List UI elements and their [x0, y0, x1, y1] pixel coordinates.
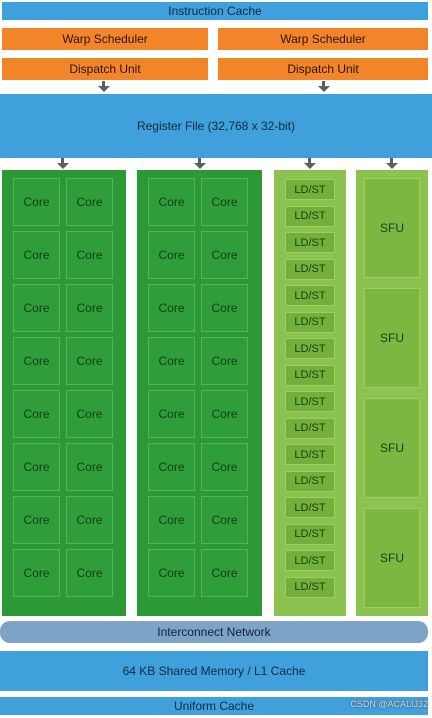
core-unit: Core: [201, 178, 248, 226]
interconnect-label: Interconnect Network: [157, 625, 271, 639]
warp-scheduler-label: Warp Scheduler: [62, 32, 148, 46]
core-unit: Core: [148, 337, 195, 385]
dispatch-unit-label: Dispatch Unit: [69, 62, 141, 76]
ldst-unit: LD/ST: [285, 364, 335, 386]
ldst-unit: LD/ST: [285, 232, 335, 253]
core-unit: Core: [148, 549, 195, 597]
core-unit: Core: [148, 390, 195, 438]
core-unit: Core: [13, 337, 60, 385]
ldst-unit: LD/ST: [285, 391, 335, 412]
arrow-down-icon: [198, 158, 201, 164]
core-unit: Core: [201, 284, 248, 332]
shared-memory-label: 64 KB Shared Memory / L1 Cache: [122, 664, 306, 678]
watermark: CSDN @ACALIJ32: [350, 699, 428, 709]
core-unit: Core: [148, 284, 195, 332]
dispatch-unit-right: Dispatch Unit: [218, 58, 428, 80]
core-unit: Core: [201, 390, 248, 438]
ldst-unit: LD/ST: [285, 258, 335, 280]
core-unit: Core: [13, 231, 60, 279]
uniform-cache-label: Uniform Cache: [173, 699, 255, 713]
core-unit: Core: [148, 231, 195, 279]
sfu-group: SFU SFU SFU SFU: [356, 170, 428, 616]
core-unit: Core: [13, 178, 60, 226]
sfu-unit: SFU: [364, 288, 420, 388]
ldst-unit: LD/ST: [285, 338, 335, 359]
core-unit: Core: [13, 390, 60, 438]
ldst-unit: LD/ST: [285, 311, 335, 333]
arrow-down-icon: [385, 163, 398, 169]
uniform-cache: Uniform Cache: [0, 697, 428, 715]
arrow-down-icon: [102, 81, 105, 87]
ldst-unit: LD/ST: [285, 576, 335, 598]
dispatch-unit-label: Dispatch Unit: [287, 62, 359, 76]
arrow-down-icon: [56, 163, 69, 169]
core-unit: Core: [13, 549, 60, 597]
arrow-down-icon: [303, 163, 316, 169]
sfu-unit: SFU: [364, 508, 420, 608]
core-unit: Core: [66, 443, 113, 491]
core-unit: Core: [201, 443, 248, 491]
core-unit: Core: [66, 496, 113, 544]
core-unit: Core: [66, 390, 113, 438]
ldst-unit: LD/ST: [285, 285, 335, 306]
sfu-unit: SFU: [364, 398, 420, 498]
dispatch-unit-left: Dispatch Unit: [2, 58, 208, 80]
core-unit: Core: [66, 549, 113, 597]
core-unit: Core: [66, 178, 113, 226]
core-unit: Core: [201, 231, 248, 279]
warp-scheduler-label: Warp Scheduler: [280, 32, 366, 46]
ldst-unit: LD/ST: [285, 179, 335, 200]
core-unit: Core: [201, 496, 248, 544]
ldst-unit: LD/ST: [285, 444, 335, 465]
ldst-unit: LD/ST: [285, 550, 335, 571]
sfu-unit: SFU: [364, 178, 420, 278]
shared-memory: 64 KB Shared Memory / L1 Cache: [0, 651, 428, 691]
ldst-group: LD/ST LD/ST LD/ST LD/ST LD/ST LD/ST LD/ST LD/ST…: [274, 170, 346, 616]
core-unit: Core: [66, 337, 113, 385]
instruction-cache: Instruction Cache: [2, 2, 428, 20]
core-unit: Core: [66, 284, 113, 332]
arrow-down-icon: [322, 81, 325, 87]
arrow-down-icon: [97, 86, 110, 92]
ldst-unit: LD/ST: [285, 523, 335, 545]
interconnect-network: Interconnect Network: [0, 621, 428, 643]
ldst-unit: LD/ST: [285, 470, 335, 492]
register-file: Register File (32,768 x 32-bit): [0, 94, 432, 158]
arrow-down-icon: [193, 163, 206, 169]
register-file-label: Register File (32,768 x 32-bit): [136, 119, 296, 133]
core-unit: Core: [148, 178, 195, 226]
core-unit: Core: [13, 284, 60, 332]
core-unit: Core: [13, 496, 60, 544]
ldst-unit: LD/ST: [285, 497, 335, 518]
ldst-unit: LD/ST: [285, 417, 335, 439]
arrow-down-icon: [308, 158, 311, 164]
core-unit: Core: [13, 443, 60, 491]
core-unit: Core: [66, 231, 113, 279]
instruction-cache-label: Instruction Cache: [168, 4, 262, 18]
core-unit: Core: [148, 443, 195, 491]
arrow-down-icon: [317, 86, 330, 92]
arrow-down-icon: [390, 158, 393, 164]
core-unit: Core: [201, 337, 248, 385]
warp-scheduler-left: Warp Scheduler: [2, 28, 208, 50]
ldst-unit: LD/ST: [285, 205, 335, 227]
arrow-down-icon: [61, 158, 64, 164]
core-unit: Core: [201, 549, 248, 597]
warp-scheduler-right: Warp Scheduler: [218, 28, 428, 50]
core-unit: Core: [148, 496, 195, 544]
